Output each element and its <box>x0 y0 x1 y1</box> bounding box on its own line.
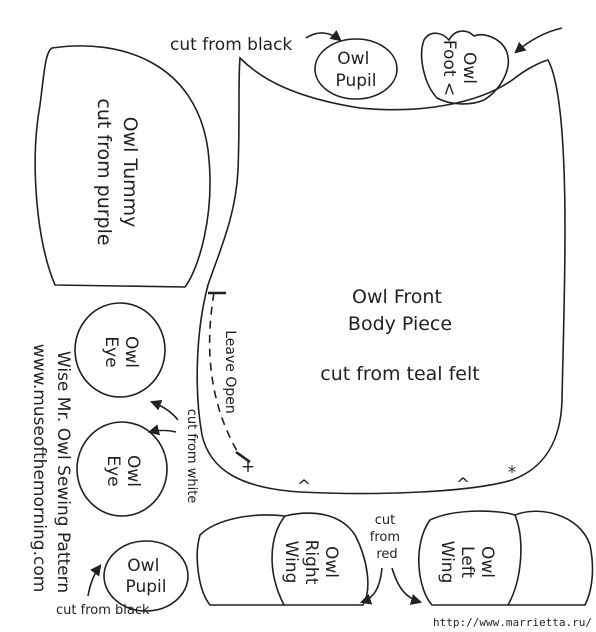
owl-foot-outline <box>420 30 510 105</box>
owl-eye-2-label: Owl Eye <box>103 455 143 487</box>
owl-pupil-bottom-label: Owl Pupil <box>126 556 167 597</box>
svg-text:cut from white: cut from white <box>184 409 199 504</box>
website-credit: www.museofthemorning.com <box>29 344 49 593</box>
svg-text:Wise Mr. Owl Sewing Pattern: Wise Mr. Owl Sewing Pattern <box>53 351 73 593</box>
dart-mark-2: ^ <box>456 475 470 495</box>
owl-foot-label: Owl Foot < <box>439 40 479 96</box>
owl-right-wing-label: Owl Right Wing <box>281 540 341 585</box>
svg-text:Wing: Wing <box>281 541 301 584</box>
cut-from-white-label: cut from white <box>184 409 199 504</box>
cut-from-black-top-label: cut from black <box>170 35 292 55</box>
owl-eye-1-outline <box>74 302 166 398</box>
dart-mark-1: ^ <box>297 477 311 497</box>
svg-text:Eye: Eye <box>103 455 123 486</box>
leave-open-label: Leave Open <box>222 330 238 414</box>
owl-tummy-label: Owl Tummy cut from purple <box>93 98 141 245</box>
svg-text:www.museofthemorning.com: www.museofthemorning.com <box>29 344 49 593</box>
owl-right-wing-outline <box>196 512 369 606</box>
svg-text:Eye: Eye <box>101 336 121 367</box>
watermark-url: http://www.marrietta.ru/ <box>433 616 592 629</box>
arrow-to-left-wing <box>391 567 423 605</box>
arrow-to-right-wing <box>359 567 383 605</box>
plus-mark: + <box>241 457 255 477</box>
owl-front-body-outline <box>196 56 566 495</box>
arrow-to-eye-2 <box>147 424 177 436</box>
svg-text:Right: Right <box>301 540 321 585</box>
svg-text:cut from purple: cut from purple <box>93 98 115 245</box>
svg-text:Owl: Owl <box>123 455 143 487</box>
owl-left-wing-outline <box>418 510 594 606</box>
cut-from-red-label: cut from red <box>370 513 404 562</box>
arrow-to-foot <box>514 27 563 54</box>
cut-from-black-bottom-label: cut from black <box>56 603 150 618</box>
arrow-to-pupil-bottom <box>87 564 102 597</box>
svg-text:Owl: Owl <box>459 52 479 84</box>
owl-front-title: Owl Front Body Piece <box>348 286 452 335</box>
svg-text:Owl Tummy: Owl Tummy <box>119 117 141 228</box>
owl-tummy-outline <box>34 45 211 288</box>
star-mark: * <box>508 463 517 483</box>
svg-text:Foot <: Foot < <box>439 40 459 96</box>
owl-eye-2-outline <box>76 421 168 517</box>
owl-eye-1-label: Owl Eye <box>101 336 141 368</box>
owl-front-instruction: cut from teal felt <box>320 363 479 385</box>
arrow-to-eye-1 <box>149 399 179 421</box>
owl-pupil-top-outline <box>314 38 398 100</box>
owl-pupil-top-label: Owl Pupil <box>336 49 377 91</box>
svg-text:Owl: Owl <box>477 546 497 578</box>
owl-pupil-bottom-outline <box>103 540 189 612</box>
svg-text:Leave Open: Leave Open <box>222 330 238 414</box>
owl-left-wing-label: Owl Left Wing <box>437 541 497 584</box>
svg-text:Owl: Owl <box>121 336 141 368</box>
svg-text:Left: Left <box>457 546 477 578</box>
svg-text:Owl: Owl <box>321 546 341 578</box>
pattern-title-credit: Wise Mr. Owl Sewing Pattern <box>53 351 73 593</box>
arrow-to-pupil-top <box>305 30 342 42</box>
svg-text:Wing: Wing <box>437 541 457 584</box>
